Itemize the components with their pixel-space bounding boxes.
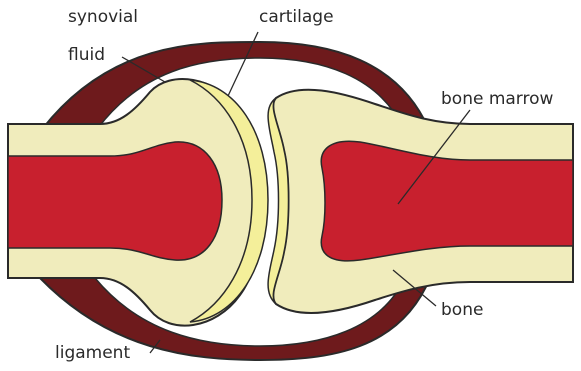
left-marrow (8, 142, 222, 260)
label-bone-marrow: bone marrow (441, 89, 553, 109)
label-synovial: synovial (68, 7, 138, 27)
label-bone: bone (441, 300, 483, 320)
label-ligament: ligament (55, 343, 130, 363)
label-fluid: fluid (68, 45, 105, 65)
label-cartilage: cartilage (259, 7, 334, 27)
